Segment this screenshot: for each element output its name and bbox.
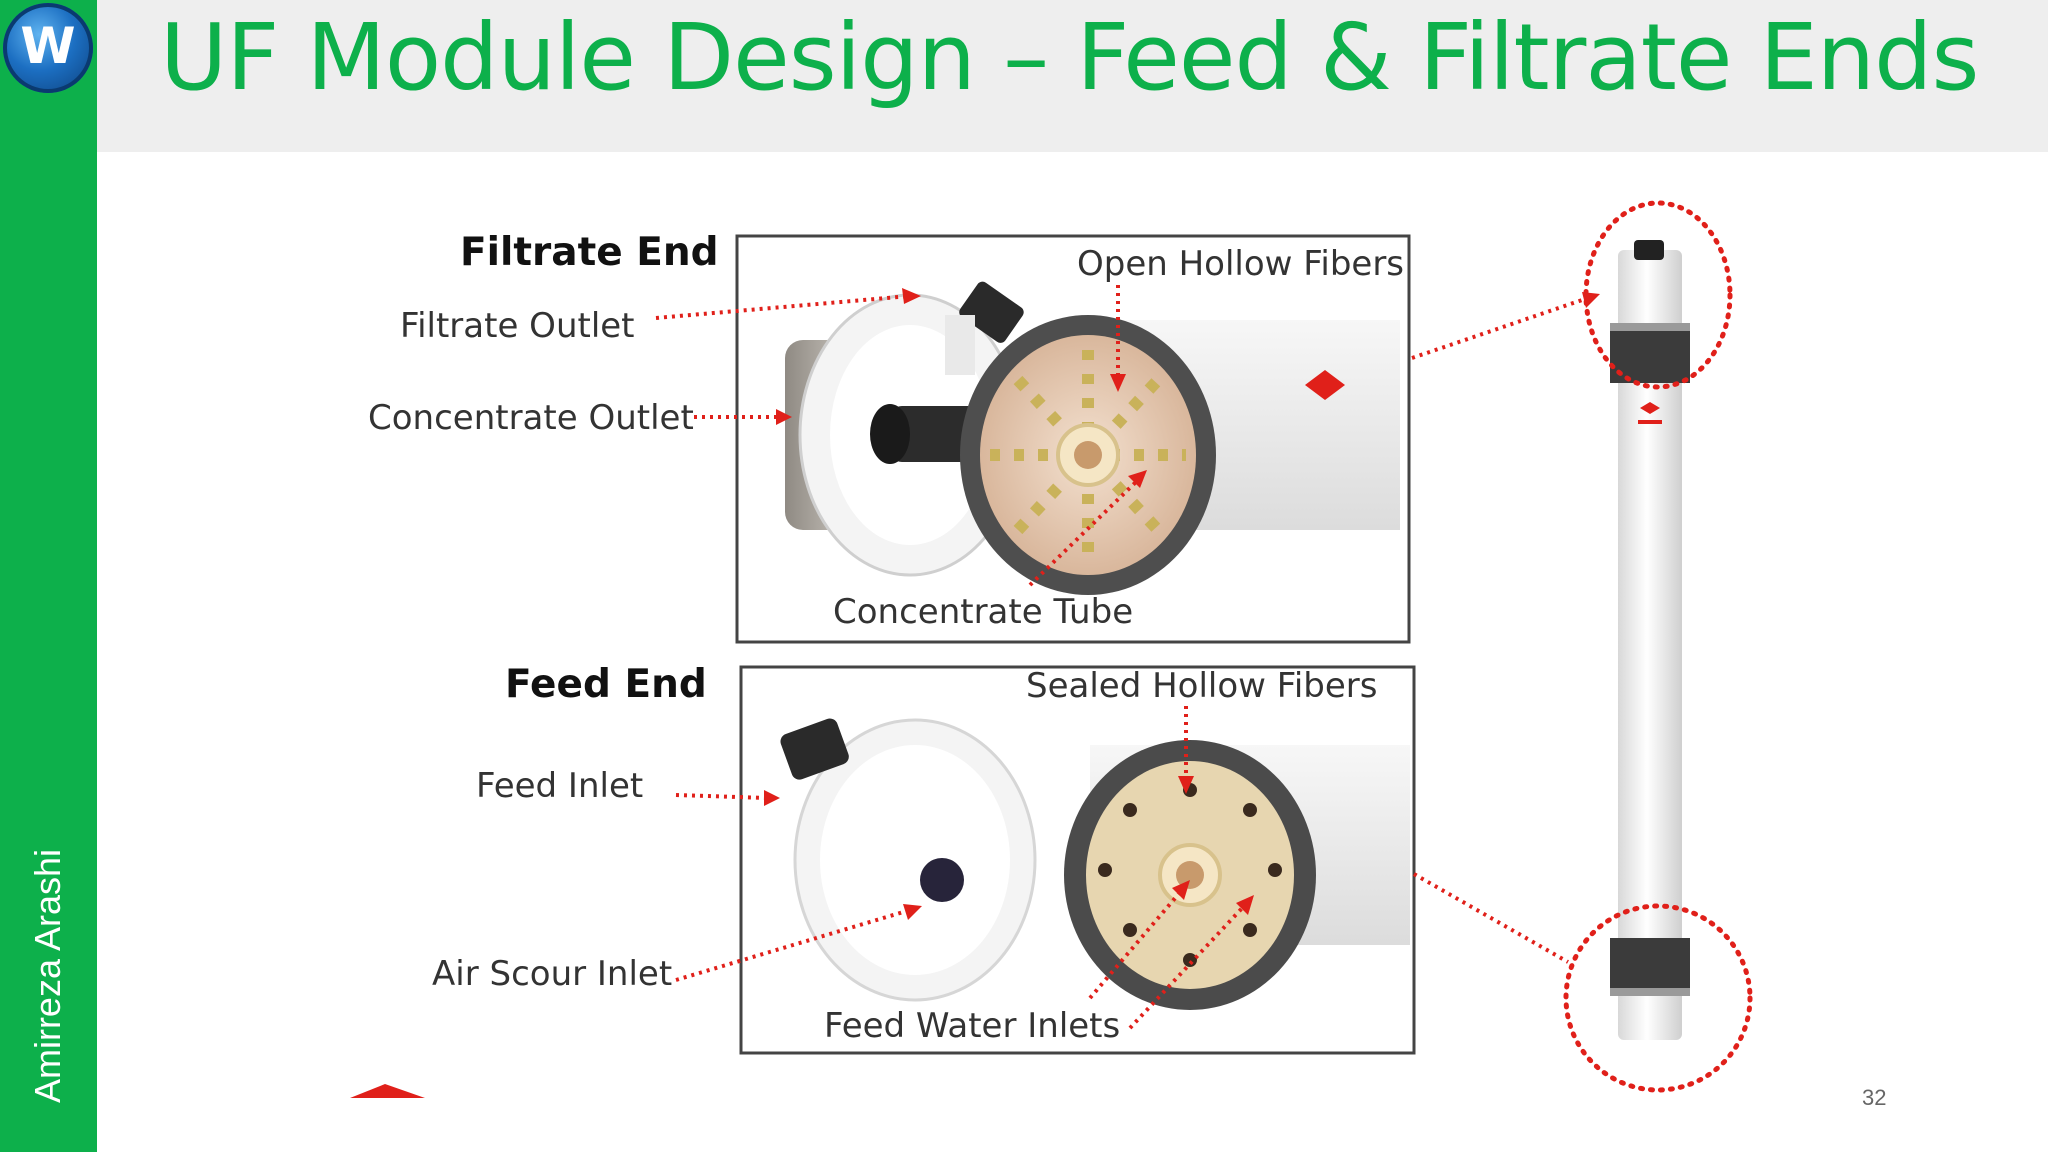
open-hollow-fibers-label: Open Hollow Fibers bbox=[1077, 244, 1405, 284]
logo: W bbox=[3, 3, 93, 93]
feed-module-end bbox=[1064, 740, 1410, 1010]
brand-logo-fragment bbox=[350, 1084, 425, 1098]
concentrate-outlet-label: Concentrate Outlet bbox=[368, 398, 694, 438]
feed-water-inlets-label: Feed Water Inlets bbox=[824, 1006, 1121, 1046]
feed-inlet-label: Feed Inlet bbox=[476, 766, 644, 806]
feed-end-cap bbox=[780, 718, 1037, 1002]
logo-letter: W bbox=[20, 17, 76, 75]
figure-illustration bbox=[350, 200, 1753, 1098]
full-uf-module bbox=[1563, 200, 1753, 1093]
sidebar: W Amirreza Arashi bbox=[0, 0, 97, 1152]
air-scour-inlet-label: Air Scour Inlet bbox=[432, 954, 673, 994]
arrow-heads bbox=[764, 288, 1600, 920]
author-name: Amirreza Arashi bbox=[27, 848, 68, 1104]
page-number: 32 bbox=[1862, 1085, 1887, 1110]
uf-module-figure: Filtrate End Filtrate Outlet Concentrate… bbox=[190, 170, 1900, 1100]
feed-end-heading: Feed End bbox=[505, 662, 707, 707]
sealed-hollow-fibers-label: Sealed Hollow Fibers bbox=[1026, 666, 1378, 706]
filtrate-outlet-label: Filtrate Outlet bbox=[400, 306, 635, 346]
slide-title: UF Module Design – Feed & Filtrate Ends bbox=[160, 4, 1979, 111]
leader-arrows bbox=[655, 285, 1589, 1030]
concentrate-tube-label: Concentrate Tube bbox=[833, 592, 1134, 632]
header bbox=[97, 0, 2048, 152]
filtrate-end-heading: Filtrate End bbox=[460, 230, 719, 275]
